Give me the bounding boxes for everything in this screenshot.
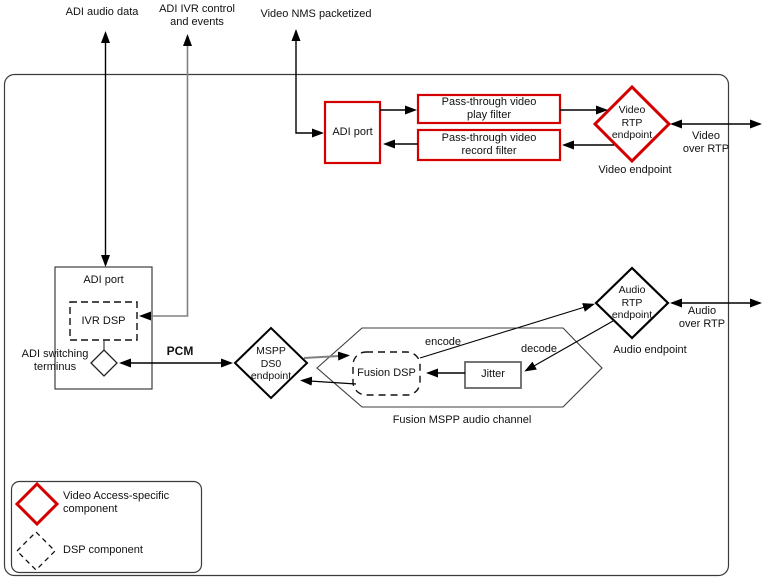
pcm-label: PCM (166, 344, 194, 358)
mspp-ds0-endpoint-label: MSPP DS0 endpoint (250, 345, 292, 382)
encode-label: encode (424, 336, 462, 348)
fusion-dsp-box (352, 351, 421, 396)
record-filter-box (416, 128, 562, 162)
fusion-dsp-to-mspp-arrow (300, 376, 357, 386)
fusion-dsp-label: Fusion DSP (357, 367, 416, 379)
audio-over-rtp-label: Audio over RTP (678, 305, 726, 330)
record-filter-label: Pass-through video record filter (441, 132, 537, 157)
adi-audio-data-label: ADI audio data (65, 6, 139, 18)
legend-box (10, 480, 203, 574)
video-rtp-endpoint-diamond (592, 84, 672, 164)
system-boundary-box (3, 73, 730, 577)
video-endpoint-caption: Video endpoint (598, 164, 672, 176)
video-adi-port-label: ADI port (332, 126, 373, 138)
audio-rtp-endpoint-label: Audio RTP endpoint (611, 284, 653, 321)
video-adi-port-box (323, 100, 382, 165)
fusion-mspp-channel-outline (316, 327, 603, 408)
fusion-mspp-channel-caption: Fusion MSPP audio channel (392, 414, 532, 426)
video-rtp-endpoint-label: Video RTP endpoint (611, 104, 653, 141)
legend-dsp-label: DSP component (63, 544, 143, 556)
audio-endpoint-caption: Audio endpoint (613, 344, 687, 356)
mspp-to-fusion-dsp-arrow (303, 351, 350, 361)
audio-adi-port-label: ADI port (83, 274, 124, 286)
adi-switching-terminus-diamond (90, 349, 118, 377)
mspp-ds0-endpoint-diamond (233, 326, 309, 400)
decode-label: decode (520, 343, 558, 355)
adi-ivr-control-label: ADI IVR control and events (159, 3, 235, 28)
legend-video-access-label: Video Access-specific component (63, 490, 170, 515)
adi-ivr-control-arrow (139, 34, 192, 321)
video-nms-arrow (291, 29, 324, 138)
legend-video-access-diamond (14, 481, 60, 527)
video-over-rtp-label: Video over RTP (682, 130, 730, 155)
audio-rtp-endpoint-diamond (594, 266, 670, 340)
ivr-dsp-label: IVR DSP (81, 315, 126, 327)
jitter-label: Jitter (481, 368, 505, 380)
encode-arrow (419, 303, 595, 359)
video-nms-label: Video NMS packetized (260, 8, 372, 20)
decode-arrow (524, 320, 614, 372)
play-filter-label: Pass-through video play filter (441, 96, 537, 121)
legend-dsp-diamond (16, 531, 56, 571)
play-filter-box (416, 93, 562, 125)
jitter-box (464, 361, 522, 389)
adi-switching-terminus-label: ADI switching terminus (21, 348, 89, 373)
